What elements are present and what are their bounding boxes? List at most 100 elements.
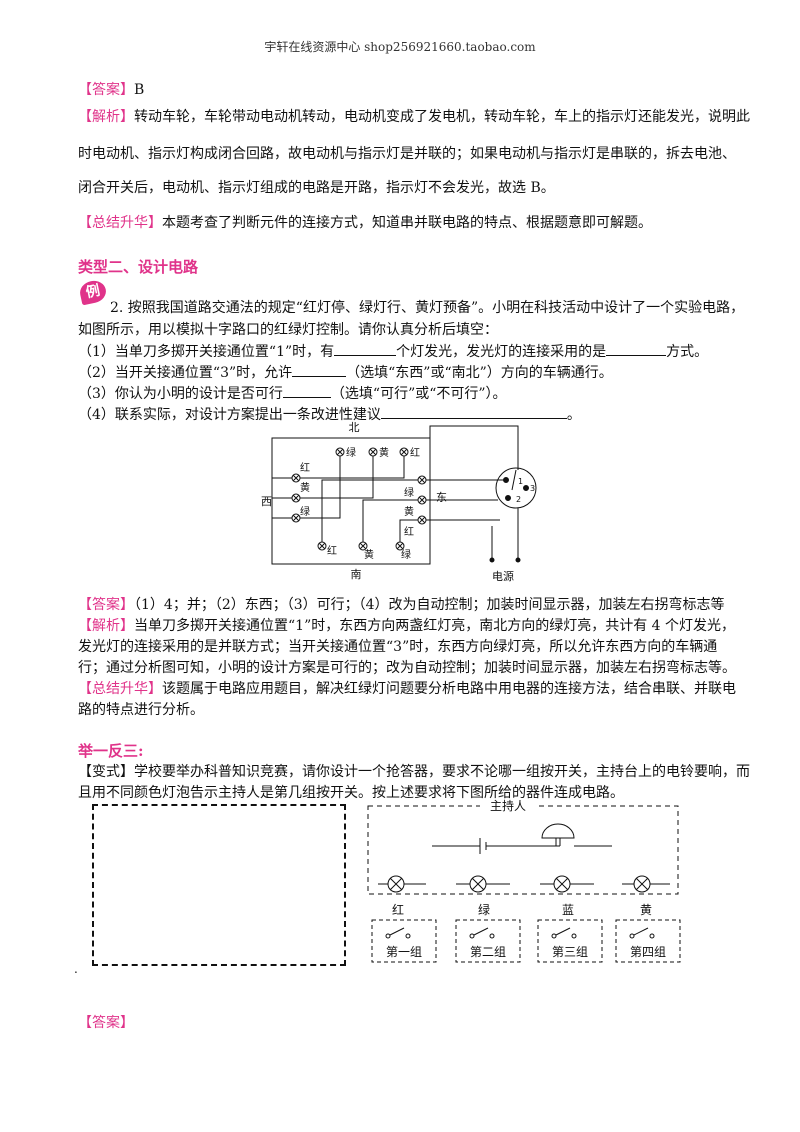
q1-analysis-line-1: 【解析】转动车轮，车轮带动电动机转动，电动机变成了发电机，转动车轮，车上的指示灯…: [78, 106, 750, 126]
q2-item-4: （4）联系实际，对设计方案提出一条改进性建议 。: [78, 404, 581, 424]
answer-tag: 【答案】: [78, 82, 134, 98]
answer-text: B: [134, 82, 145, 98]
bell-icon: [541, 823, 612, 847]
host-label: 主持人: [490, 798, 526, 813]
summary-text: 本题考查了判断元件的连接方式，知道串并联电路的特点、根据题意即可解题。: [162, 215, 652, 231]
blank-field[interactable]: [606, 341, 667, 356]
label-west: 西: [261, 495, 272, 508]
summary-tag: 【总结升华】: [78, 681, 162, 697]
blank-field[interactable]: [380, 404, 567, 419]
drawing-area[interactable]: [92, 804, 346, 966]
lamp-label-red: 红: [410, 446, 420, 459]
item-text: 。: [566, 407, 581, 423]
lamp-color-2: 绿: [478, 902, 490, 917]
variant-line-2: 且用不同颜色灯泡告示主持人是第几组按开关。按上述要求将下图所给的器件连成电路。: [78, 785, 624, 801]
quiz-buzzer-components: 主持人 红 绿 蓝 黄 第一组 第二组 第三组 第四组: [367, 798, 681, 963]
section-title-2: 类型二、设计电路: [78, 258, 199, 276]
traffic-circuit-diagram: 北 南 西 东 绿 黄 红 红 黄 绿 绿 黄 红 红 黄 绿: [261, 421, 537, 582]
blank-field[interactable]: [292, 362, 347, 377]
item-text: 个灯发光，发光灯的连接采用的是: [396, 344, 607, 360]
circuit-frame: [271, 437, 431, 565]
analysis-tag: 【解析】: [78, 618, 134, 634]
q2-summary-line-2: 路的特点进行分析。: [78, 702, 204, 718]
north-lamps: 绿 黄 红: [335, 446, 420, 459]
item-text: （3）你认为小明的设计是否可行: [78, 386, 283, 402]
q1-summary: 【总结升华】本题考查了判断元件的连接方式，知道串并联电路的特点、根据题意即可解题…: [78, 212, 652, 232]
q1-analysis-line-3: 闭合开关后，电动机、指示灯组成的电路是开路，指示灯不会发光，故选 B。: [78, 180, 555, 196]
example-badge: 例: [77, 278, 109, 306]
label-east: 东: [436, 491, 447, 504]
item-text: （1）当单刀多掷开关接通位置“1”时，有: [78, 344, 335, 360]
blank-field[interactable]: [282, 383, 331, 398]
q2-item-3: （3）你认为小明的设计是否可行 （选填“可行”或“不可行”）。: [78, 383, 507, 403]
switch-pos-2: 2: [516, 495, 521, 504]
page-header: 宇轩在线资源中心 shop256921660.taobao.com: [264, 40, 536, 54]
label-power: 电源: [492, 569, 514, 582]
group-label-1: 第一组: [386, 945, 422, 959]
group-label-2: 第二组: [470, 945, 506, 959]
q2-summary-line-1: 【总结升华】该题属于电路应用题目，解决红绿灯问题要分析电路中用电器的连接方法，结…: [78, 678, 736, 698]
lamp-color-1: 红: [392, 902, 404, 917]
switch-pos-1: 1: [518, 477, 523, 486]
section-title-3: 举一反三:: [78, 742, 144, 760]
answer-text: （1）4；并；（2）东西；（3）可行；（4）改为自动控制；加装时间显示器，加装左…: [134, 597, 725, 613]
battery-icon: [432, 838, 556, 854]
label-south: 南: [351, 568, 362, 581]
q2-stem-line-2: 如图所示，用以模拟十字路口的红绿灯控制。请你认真分析后填空：: [78, 322, 498, 338]
item-text: （选填“可行”或“不可行”）。: [330, 386, 507, 402]
summary-tag: 【总结升华】: [78, 215, 162, 231]
group-switch-3: 第三组: [537, 919, 603, 963]
lamp-label-green: 绿: [404, 486, 414, 499]
lamp-row: [378, 875, 670, 893]
q1-answer: 【答案】B: [78, 79, 144, 99]
stray-dot: .: [74, 962, 78, 976]
answer-tag: 【答案】: [78, 597, 134, 613]
lamp-label-green: 绿: [346, 446, 356, 459]
item-text: 方式。: [666, 344, 709, 360]
south-lamps: 红 黄 绿: [317, 541, 411, 561]
blank-field[interactable]: [334, 341, 397, 356]
lamp-label-green: 绿: [401, 548, 411, 561]
lamp-label-yellow: 黄: [300, 481, 310, 494]
summary-text: 该题属于电路应用题目，解决红绿灯问题要分析电路中用电器的连接方法，结合串联、并联…: [162, 681, 736, 697]
q2-item-1: （1）当单刀多掷开关接通位置“1”时，有 个灯发光，发光灯的连接采用的是 方式。: [78, 341, 708, 361]
lamp-label-green: 绿: [300, 505, 310, 518]
group-switch-1: 第一组: [371, 919, 437, 963]
q2-analysis-line-2: 发光灯的连接采用的是并联方式；当开关接通位置“3”时，东西方向绿灯亮，所以允许东…: [78, 639, 718, 655]
lamp-label-yellow: 黄: [379, 446, 389, 459]
lamp-label-red: 红: [300, 461, 310, 474]
lamp-label-yellow: 黄: [364, 548, 374, 561]
lamp-color-3: 蓝: [562, 903, 574, 917]
q2-item-2: （2）当开关接通位置“3”时，允许 （选填“东西”或“南北”）方向的车辆通行。: [78, 362, 613, 382]
lamp-label-yellow: 黄: [404, 505, 414, 518]
rotary-switch: 1 2 3: [495, 467, 537, 509]
analysis-text: 当单刀多掷开关接通位置“1”时，东西方向两盏红灯亮，南北方向的绿灯亮，共计有 4…: [134, 618, 736, 634]
lamp-label-red: 红: [404, 525, 414, 538]
q2-analysis-line-1: 【解析】当单刀多掷开关接通位置“1”时，东西方向两盏红灯亮，南北方向的绿灯亮，共…: [78, 615, 735, 635]
q2-stem-line-1: 2. 按照我国道路交通法的规定“红灯停、绿灯行、黄灯预备”。小明在科技活动中设计…: [110, 300, 745, 316]
west-lamps: 红 黄 绿: [291, 461, 310, 523]
group-switch-4: 第四组: [615, 919, 681, 963]
host-label-bg: [480, 799, 536, 813]
lamp-label-red: 红: [327, 544, 337, 557]
group-label-4: 第四组: [630, 945, 666, 959]
q2-analysis-line-3: 行；通过分析图可知，小明的设计方案是可行的；改为自动控制；加装时间显示器，加装左…: [78, 660, 736, 676]
item-text: （选填“东西”或“南北”）方向的车辆通行。: [346, 365, 613, 381]
final-answer-tag: 【答案】: [78, 1015, 134, 1031]
q1-analysis-line-2: 时电动机、指示灯构成闭合回路，故电动机与指示灯是并联的；如果电动机与指示灯是串联…: [78, 146, 736, 162]
variant-tag: 【变式】: [78, 764, 134, 780]
item-text: （2）当开关接通位置“3”时，允许: [78, 365, 293, 381]
variant-line-1: 【变式】学校要举办科普知识竞赛，请你设计一个抢答器，要求不论哪一组按开关，主持台…: [78, 761, 750, 781]
q2-answer: 【答案】（1）4；并；（2）东西；（3）可行；（4）改为自动控制；加装时间显示器…: [78, 594, 725, 614]
analysis-text: 转动车轮，车轮带动电动机转动，电动机变成了发电机，转动车轮，车上的指示灯还能发光…: [134, 109, 750, 125]
group-switch-2: 第二组: [455, 919, 521, 963]
variant-text: 学校要举办科普知识竞赛，请你设计一个抢答器，要求不论哪一组按开关，主持台上的电铃…: [134, 764, 750, 780]
lamp-color-4: 黄: [640, 903, 652, 917]
label-north: 北: [349, 421, 360, 434]
east-lamps: 绿 黄 红: [404, 475, 427, 538]
analysis-tag: 【解析】: [78, 109, 134, 125]
group-label-3: 第三组: [552, 945, 588, 959]
item-text: （4）联系实际，对设计方案提出一条改进性建议: [78, 407, 381, 423]
switch-pos-3: 3: [530, 484, 535, 493]
host-box: [367, 805, 679, 895]
